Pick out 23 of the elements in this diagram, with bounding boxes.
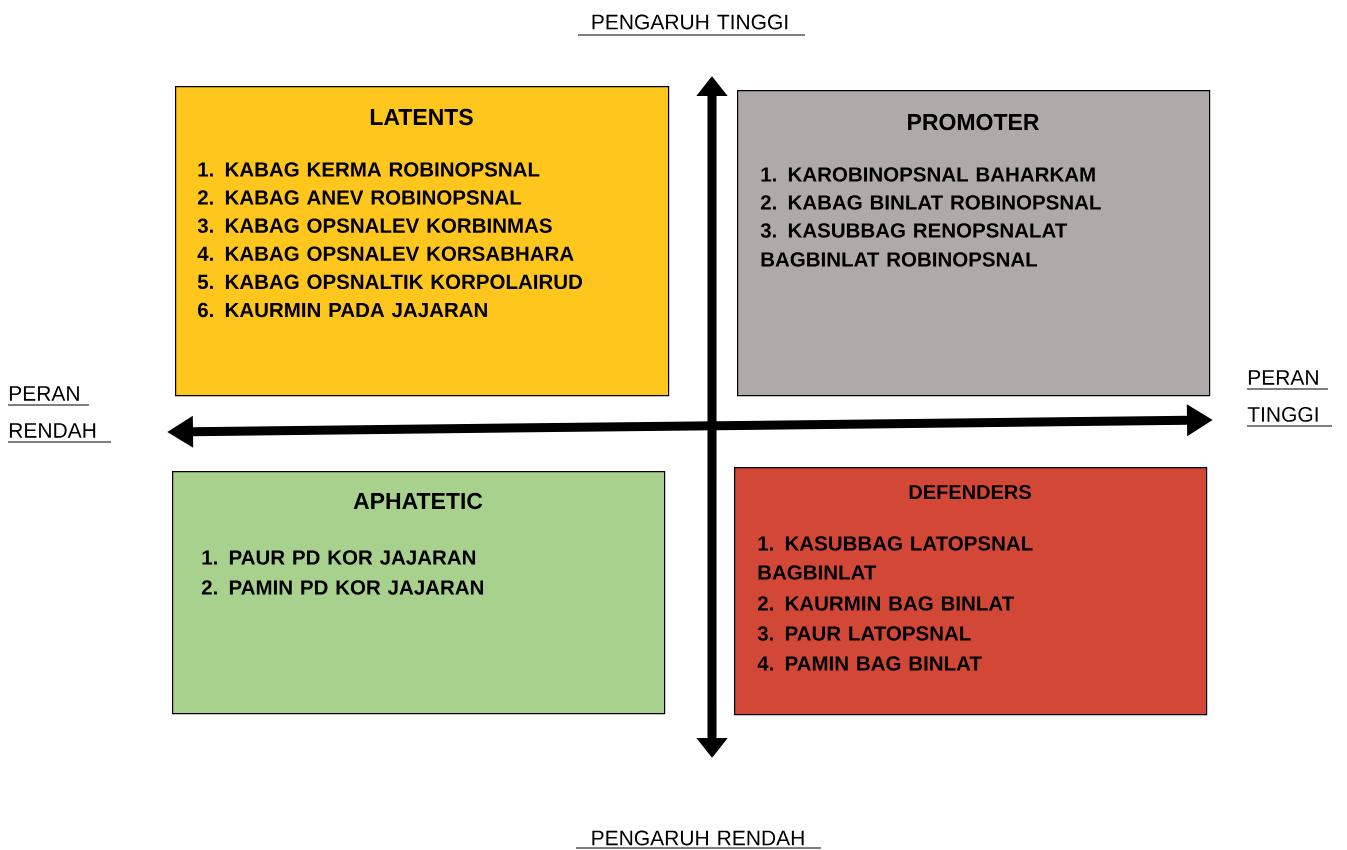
axis-label: PERAN RENDAH <box>7 386 112 443</box>
list-item: 2. KABAG ANEV ROBINOPSNAL <box>197 190 522 205</box>
box-heading: LATENTS <box>370 108 473 126</box>
list-item: 4. KABAG OPSNALEV KORSABHARA <box>197 246 574 261</box>
list-item: 6. KAURMIN PADA JAJARAN <box>197 302 487 318</box>
list-item: 3. PAUR LATOPSNAL <box>757 626 971 641</box>
list-item: 1. KAROBINOPSNAL BAHARKAM <box>761 167 1095 182</box>
list-item: 1. KABAG KERMA ROBINOPSNAL <box>198 162 540 177</box>
list-item: 1. PAUR PD KOR JAJARAN <box>202 550 476 565</box>
list-item: 1. KASUBBAG LATOPSNAL BAGBINLAT <box>758 536 1033 580</box>
list-item: 3. KABAG OPSNALEV KORBINMAS <box>197 218 552 233</box>
box-heading: PROMOTER <box>908 113 1039 131</box>
list-item: 2. PAMIN PD KOR JAJARAN <box>201 580 483 595</box>
list-item: 4. PAMIN BAG BINLAT <box>757 656 982 671</box>
list-item: 2. KABAG BINLAT ROBINOPSNAL <box>760 195 1101 210</box>
box-heading: APHATETIC <box>353 492 483 510</box>
box-heading: DEFENDERS <box>909 484 1031 500</box>
axis-label: PERAN TINGGI <box>1246 370 1333 427</box>
axis-label: PENGARUH TINGGI <box>577 14 806 36</box>
list-item: 5. KABAG OPSNALTIK KORPOLAIRUD <box>197 274 583 290</box>
list-item: 3. KASUBBAG RENOPSNALAT BAGBINLAT ROBINOPSNAL <box>760 223 1068 267</box>
axis-label: PENGARUH RENDAH <box>575 830 822 849</box>
list-item: 2. KAURMIN BAG BINLAT <box>757 596 1014 611</box>
